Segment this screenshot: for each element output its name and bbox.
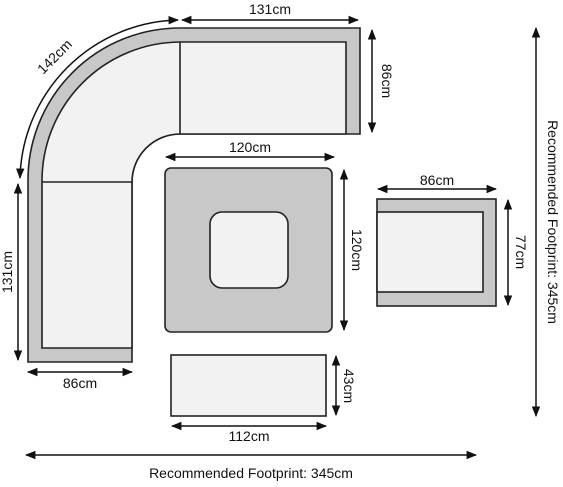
label-footstool-depth: 43cm: [341, 369, 357, 403]
label-chair-depth: 77cm: [513, 235, 529, 269]
armchair-seat: [376, 211, 484, 293]
label-footstool-width: 112cm: [229, 428, 270, 444]
label-left-width: 86cm: [63, 375, 97, 391]
footstool: [170, 354, 327, 417]
label-corner-arc: 142cm: [34, 36, 75, 77]
label-table-width: 120cm: [229, 139, 271, 155]
label-table-depth: 120cm: [349, 229, 365, 271]
label-footprint-vertical: Recommended Footprint: 345cm: [545, 120, 561, 324]
dim-arc-corner: [16, 16, 180, 180]
armchair: [376, 198, 497, 307]
dimension-lines: [13, 15, 541, 460]
coffee-table: [164, 167, 333, 333]
label-top-depth: 86cm: [379, 64, 395, 98]
label-left-height: 131cm: [0, 251, 15, 293]
label-top-width: 131cm: [249, 1, 291, 17]
coffee-table-inset: [209, 211, 289, 289]
label-chair-width: 86cm: [420, 172, 454, 188]
label-footprint-horizontal: Recommended Footprint: 345cm: [149, 465, 353, 481]
